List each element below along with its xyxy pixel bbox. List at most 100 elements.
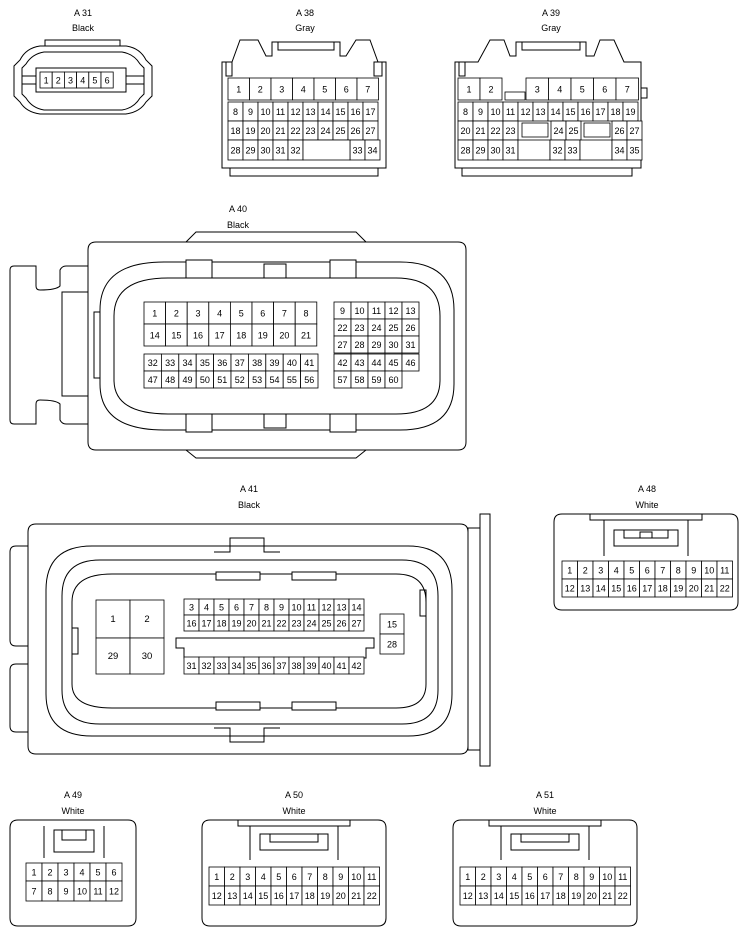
svg-text:14: 14: [150, 331, 160, 341]
svg-text:1: 1: [567, 566, 572, 576]
a40-pin-3: 3: [186, 301, 210, 325]
a38-pin-19: 19: [242, 120, 259, 141]
a50-pin-10: 10: [348, 866, 365, 887]
svg-text:24: 24: [371, 323, 381, 333]
svg-text:59: 59: [371, 375, 381, 385]
svg-text:4: 4: [80, 76, 85, 86]
a39-pin-20: 20: [457, 120, 474, 141]
a38-key-slot: [302, 139, 351, 161]
svg-text:23: 23: [354, 323, 364, 333]
svg-text:15: 15: [611, 584, 621, 594]
svg-text:7: 7: [660, 566, 665, 576]
svg-text:6: 6: [260, 309, 265, 319]
svg-text:5: 5: [92, 76, 97, 86]
a49-pin-1: 1: [25, 862, 43, 882]
a40-pin-22: 22: [333, 318, 352, 337]
a40-pin-35: 35: [195, 353, 214, 372]
a31-pin-1: 1: [39, 71, 53, 89]
connector-a41-housing: [9, 513, 491, 767]
svg-text:44: 44: [371, 358, 381, 368]
connector-a50-color: White: [282, 806, 305, 816]
a40-pin-54: 54: [265, 370, 284, 389]
svg-text:14: 14: [351, 603, 361, 613]
svg-text:28: 28: [387, 640, 397, 650]
a41-pin-33: 33: [213, 656, 230, 675]
svg-text:21: 21: [704, 584, 714, 594]
svg-text:3: 3: [189, 603, 194, 613]
a48-pin-8: 8: [670, 560, 687, 580]
a38-pin-13: 13: [302, 101, 319, 122]
connector-a49-housing: [9, 819, 137, 927]
svg-text:21: 21: [275, 126, 285, 136]
a51-pin-18: 18: [552, 885, 569, 906]
svg-text:51: 51: [217, 375, 227, 385]
svg-text:24: 24: [306, 619, 316, 629]
a38-pin-6: 6: [335, 77, 358, 101]
a51-pin-2: 2: [475, 866, 492, 887]
svg-text:20: 20: [587, 891, 597, 901]
a40-pin-11: 11: [367, 301, 386, 320]
a40-pin-31: 31: [401, 335, 420, 354]
a51-pin-16: 16: [521, 885, 538, 906]
a49-pin-12: 12: [105, 880, 123, 902]
svg-text:11: 11: [93, 887, 102, 897]
svg-text:25: 25: [388, 323, 398, 333]
svg-text:2: 2: [230, 872, 235, 882]
svg-text:12: 12: [109, 887, 119, 897]
svg-text:33: 33: [216, 661, 226, 671]
a40-pin-36: 36: [213, 353, 232, 372]
a40-pin-39: 39: [265, 353, 284, 372]
svg-text:21: 21: [351, 891, 361, 901]
connector-a49-color: White: [61, 806, 84, 816]
a41-pin-24: 24: [303, 614, 320, 632]
svg-text:4: 4: [512, 872, 517, 882]
a41-pin-21: 21: [258, 614, 275, 632]
svg-text:8: 8: [233, 107, 238, 117]
a39-pin-21: 21: [472, 120, 489, 141]
a48-pin-9: 9: [685, 560, 702, 580]
connector-a38-housing: [221, 39, 387, 177]
svg-text:7: 7: [558, 872, 563, 882]
a41-pin-41: 41: [333, 656, 350, 675]
svg-text:13: 13: [478, 891, 488, 901]
a39-pin-6: 6: [593, 77, 617, 101]
svg-text:6: 6: [543, 872, 548, 882]
a39-pin-34: 34: [611, 139, 628, 161]
a41-pin-20: 20: [243, 614, 260, 632]
svg-text:13: 13: [535, 107, 545, 117]
a41-pin-39: 39: [303, 656, 320, 675]
svg-text:6: 6: [645, 566, 650, 576]
connector-a48-code: A 48: [638, 484, 656, 494]
a40-pin-4: 4: [208, 301, 231, 325]
svg-text:3: 3: [279, 85, 284, 95]
a49-pin-11: 11: [89, 880, 107, 902]
a39-pin-24: 24: [550, 120, 567, 141]
svg-text:5: 5: [322, 85, 327, 95]
a48-pin-21: 21: [701, 578, 718, 598]
svg-text:16: 16: [525, 891, 535, 901]
a41-pin-5: 5: [213, 598, 230, 616]
a41-pin-18: 18: [213, 614, 230, 632]
a51-pin-8: 8: [568, 866, 585, 887]
a40-pin-56: 56: [300, 370, 319, 389]
a38-pin-16: 16: [347, 101, 364, 122]
svg-text:10: 10: [291, 603, 301, 613]
connector-a39-housing: [454, 39, 648, 177]
a41-pin-17: 17: [198, 614, 215, 632]
a40-pin-28: 28: [350, 335, 369, 354]
a41-pin-2: 2: [129, 599, 165, 639]
svg-text:16: 16: [186, 619, 196, 629]
svg-text:5: 5: [276, 872, 281, 882]
a41-pin-16: 16: [183, 614, 200, 632]
a39-pin-35: 35: [626, 139, 643, 161]
svg-text:10: 10: [77, 887, 87, 897]
svg-text:16: 16: [627, 584, 637, 594]
svg-text:17: 17: [540, 891, 550, 901]
a50-pin-5: 5: [270, 866, 287, 887]
a48-pin-10: 10: [701, 560, 718, 580]
svg-text:26: 26: [614, 126, 624, 136]
a31-pin-3: 3: [64, 71, 78, 89]
